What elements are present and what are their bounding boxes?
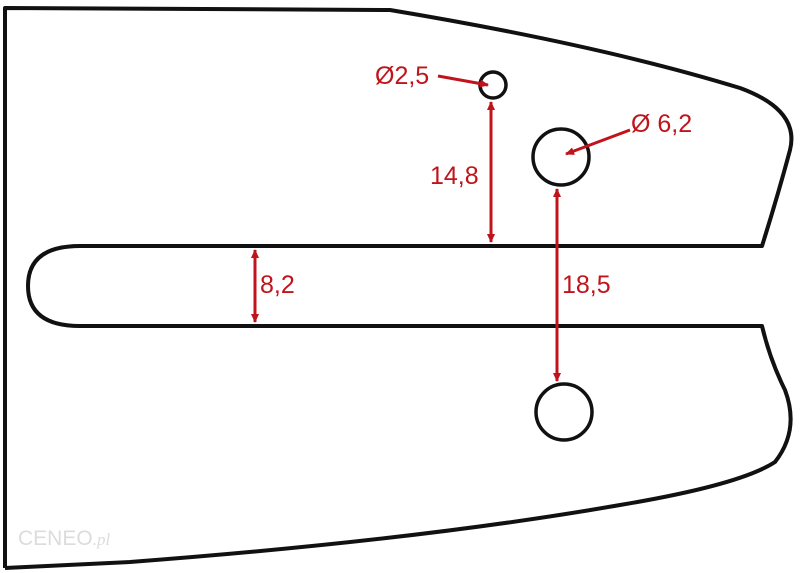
large-hole-diameter-label: Ø 6,2: [631, 110, 693, 138]
lower-mount-hole: [534, 382, 594, 442]
watermark-brand: CENEO: [18, 527, 93, 550]
slot-width-label: 8,2: [260, 271, 295, 299]
small-hole-leader: [437, 74, 489, 88]
small-hole-to-slot-label: 14,8: [430, 162, 479, 190]
bar-outline: [3, 6, 794, 570]
small-hole-diameter-label: Ø2,5: [375, 62, 430, 90]
upper-mount-hole: [531, 127, 591, 187]
large-hole-leader: [565, 128, 631, 156]
ceneo-watermark: CENEO.pl: [18, 527, 110, 551]
watermark-suffix: .pl: [92, 530, 111, 549]
hole-spacing-label: 18,5: [562, 271, 611, 299]
